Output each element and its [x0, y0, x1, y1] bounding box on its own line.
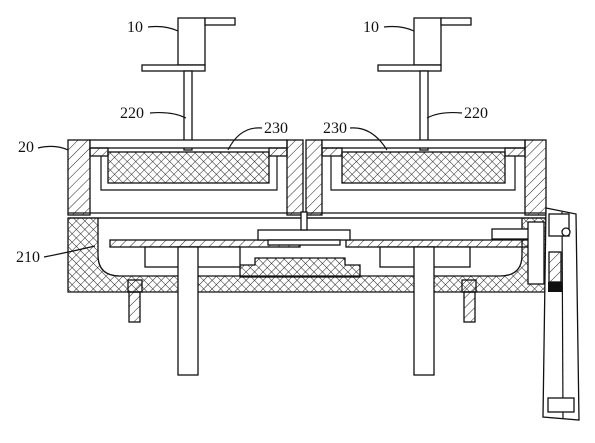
right-outer-wall [524, 139, 547, 216]
foot-left [128, 291, 141, 323]
foot-right [463, 291, 476, 323]
center-pin [300, 211, 308, 231]
actuator-left-base [141, 64, 206, 72]
drive-dark-part [548, 282, 562, 292]
right-lid [321, 139, 526, 149]
drive-bracket [527, 221, 545, 285]
actuator-left [141, 17, 236, 72]
reference-labels: 10 10 220 220 230 230 20 210 [16, 19, 488, 266]
actuator-right-arm [440, 17, 472, 26]
actuator-right-body [413, 17, 442, 66]
foot-left-collar [127, 279, 143, 293]
drive-body [542, 207, 580, 421]
left-corner-hatch-a [89, 147, 109, 157]
left-outer-wall [67, 139, 91, 216]
plate-left [107, 151, 270, 184]
drive-bottom-block [547, 397, 575, 413]
drive-hatched-part [548, 251, 562, 283]
leader-rod-left [149, 111, 187, 119]
rod-left [183, 70, 193, 151]
label-actuator-left: 10 [127, 19, 143, 36]
actuator-right [377, 17, 472, 72]
drive-center-line [561, 211, 564, 419]
leader-chamber [43, 245, 96, 258]
left-corner-hatch-b [268, 147, 288, 157]
leader-actuator-left [147, 25, 179, 32]
leader-rod-right [426, 111, 463, 119]
drive-mechanism [527, 207, 580, 421]
label-housing: 20 [18, 139, 34, 156]
shaft-right [413, 246, 435, 376]
leader-housing [37, 145, 69, 151]
leader-actuator-right [383, 25, 415, 32]
leader-plate-right [349, 127, 388, 151]
housing-upper-left [67, 139, 304, 216]
actuator-right-base [377, 64, 442, 72]
center-cap [257, 229, 351, 241]
leader-plate-left [227, 127, 263, 151]
center-base-block [239, 257, 361, 278]
right-divider-wall [305, 139, 323, 216]
left-lid [89, 139, 288, 149]
actuator-left-body [177, 17, 206, 66]
center-cap-lower [267, 239, 341, 246]
foot-right-collar [461, 279, 477, 293]
right-tray-outline [330, 156, 516, 191]
label-plate-right: 230 [323, 120, 347, 137]
label-plate-left: 230 [264, 120, 288, 137]
housing-upper-right [305, 139, 547, 216]
left-divider-wall [286, 139, 304, 216]
label-actuator-right: 10 [363, 19, 379, 36]
turntable-right [345, 239, 533, 248]
plate-right [341, 151, 506, 184]
label-chamber: 210 [16, 249, 40, 266]
left-tray-outline [100, 156, 278, 191]
drive-pulley [561, 227, 571, 237]
right-corner-hatch-a [321, 147, 343, 157]
actuator-left-arm [204, 17, 236, 26]
label-rod-right: 220 [464, 105, 488, 122]
rod-right [419, 70, 429, 151]
shaft-left [177, 246, 199, 376]
label-rod-left: 220 [120, 105, 144, 122]
right-corner-hatch-b [504, 147, 526, 157]
